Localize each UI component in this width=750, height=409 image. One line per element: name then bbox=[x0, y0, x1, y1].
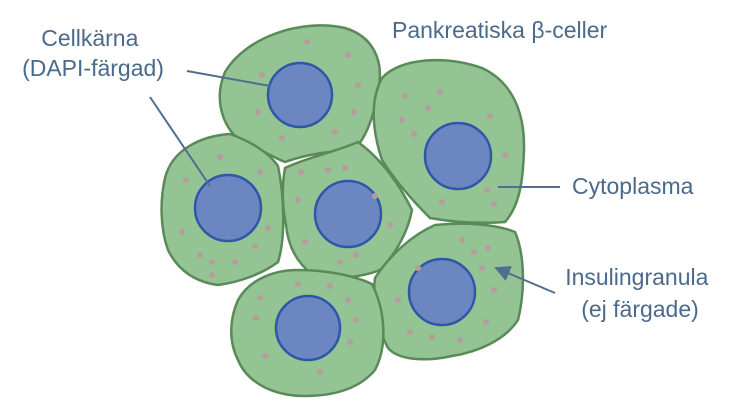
nucleus-leader-2 bbox=[149, 96, 211, 187]
granule-label-line-2: (ej färgade) bbox=[581, 296, 699, 322]
cell-top-right bbox=[372, 58, 526, 225]
granules-top bbox=[255, 39, 361, 141]
nucleus-bottom bbox=[274, 294, 342, 362]
nucleus-leader-1 bbox=[186, 70, 271, 87]
granules-bottom bbox=[253, 281, 359, 375]
nucleus-label-line-1: Cellkärna bbox=[41, 25, 138, 51]
cell-bottom bbox=[230, 268, 385, 398]
labels: Pankreatiska β-celler Cellkärna (DAPI-fä… bbox=[22, 17, 715, 322]
granules-top-right bbox=[399, 89, 508, 207]
leader-lines bbox=[149, 70, 560, 294]
granule-label-line-1: Insulingranula bbox=[565, 264, 708, 290]
nucleus-top-right bbox=[423, 121, 493, 191]
granule-leader-arrow bbox=[494, 266, 556, 294]
cell-top bbox=[218, 24, 382, 164]
nucleus-left bbox=[193, 173, 263, 243]
cell-center bbox=[281, 140, 414, 279]
granules-center bbox=[295, 165, 393, 265]
granules-bottom-right bbox=[395, 237, 497, 343]
nucleus-label: Cellkärna (DAPI-färgad) bbox=[22, 25, 164, 81]
nucleus-bottom-right bbox=[407, 257, 477, 327]
diagram-title: Pankreatiska β-celler bbox=[392, 17, 608, 43]
cell-bottom-right bbox=[373, 222, 525, 361]
nucleus-label-line-2: (DAPI-färgad) bbox=[22, 55, 164, 81]
granules-left bbox=[179, 154, 271, 278]
cell-cluster bbox=[160, 24, 526, 398]
granule-label: Insulingranula (ej färgade) bbox=[565, 264, 715, 322]
nucleus-top bbox=[266, 61, 334, 129]
cytoplasm-label: Cytoplasma bbox=[572, 173, 694, 199]
nucleus-center bbox=[313, 179, 383, 249]
cell-left bbox=[160, 132, 285, 287]
